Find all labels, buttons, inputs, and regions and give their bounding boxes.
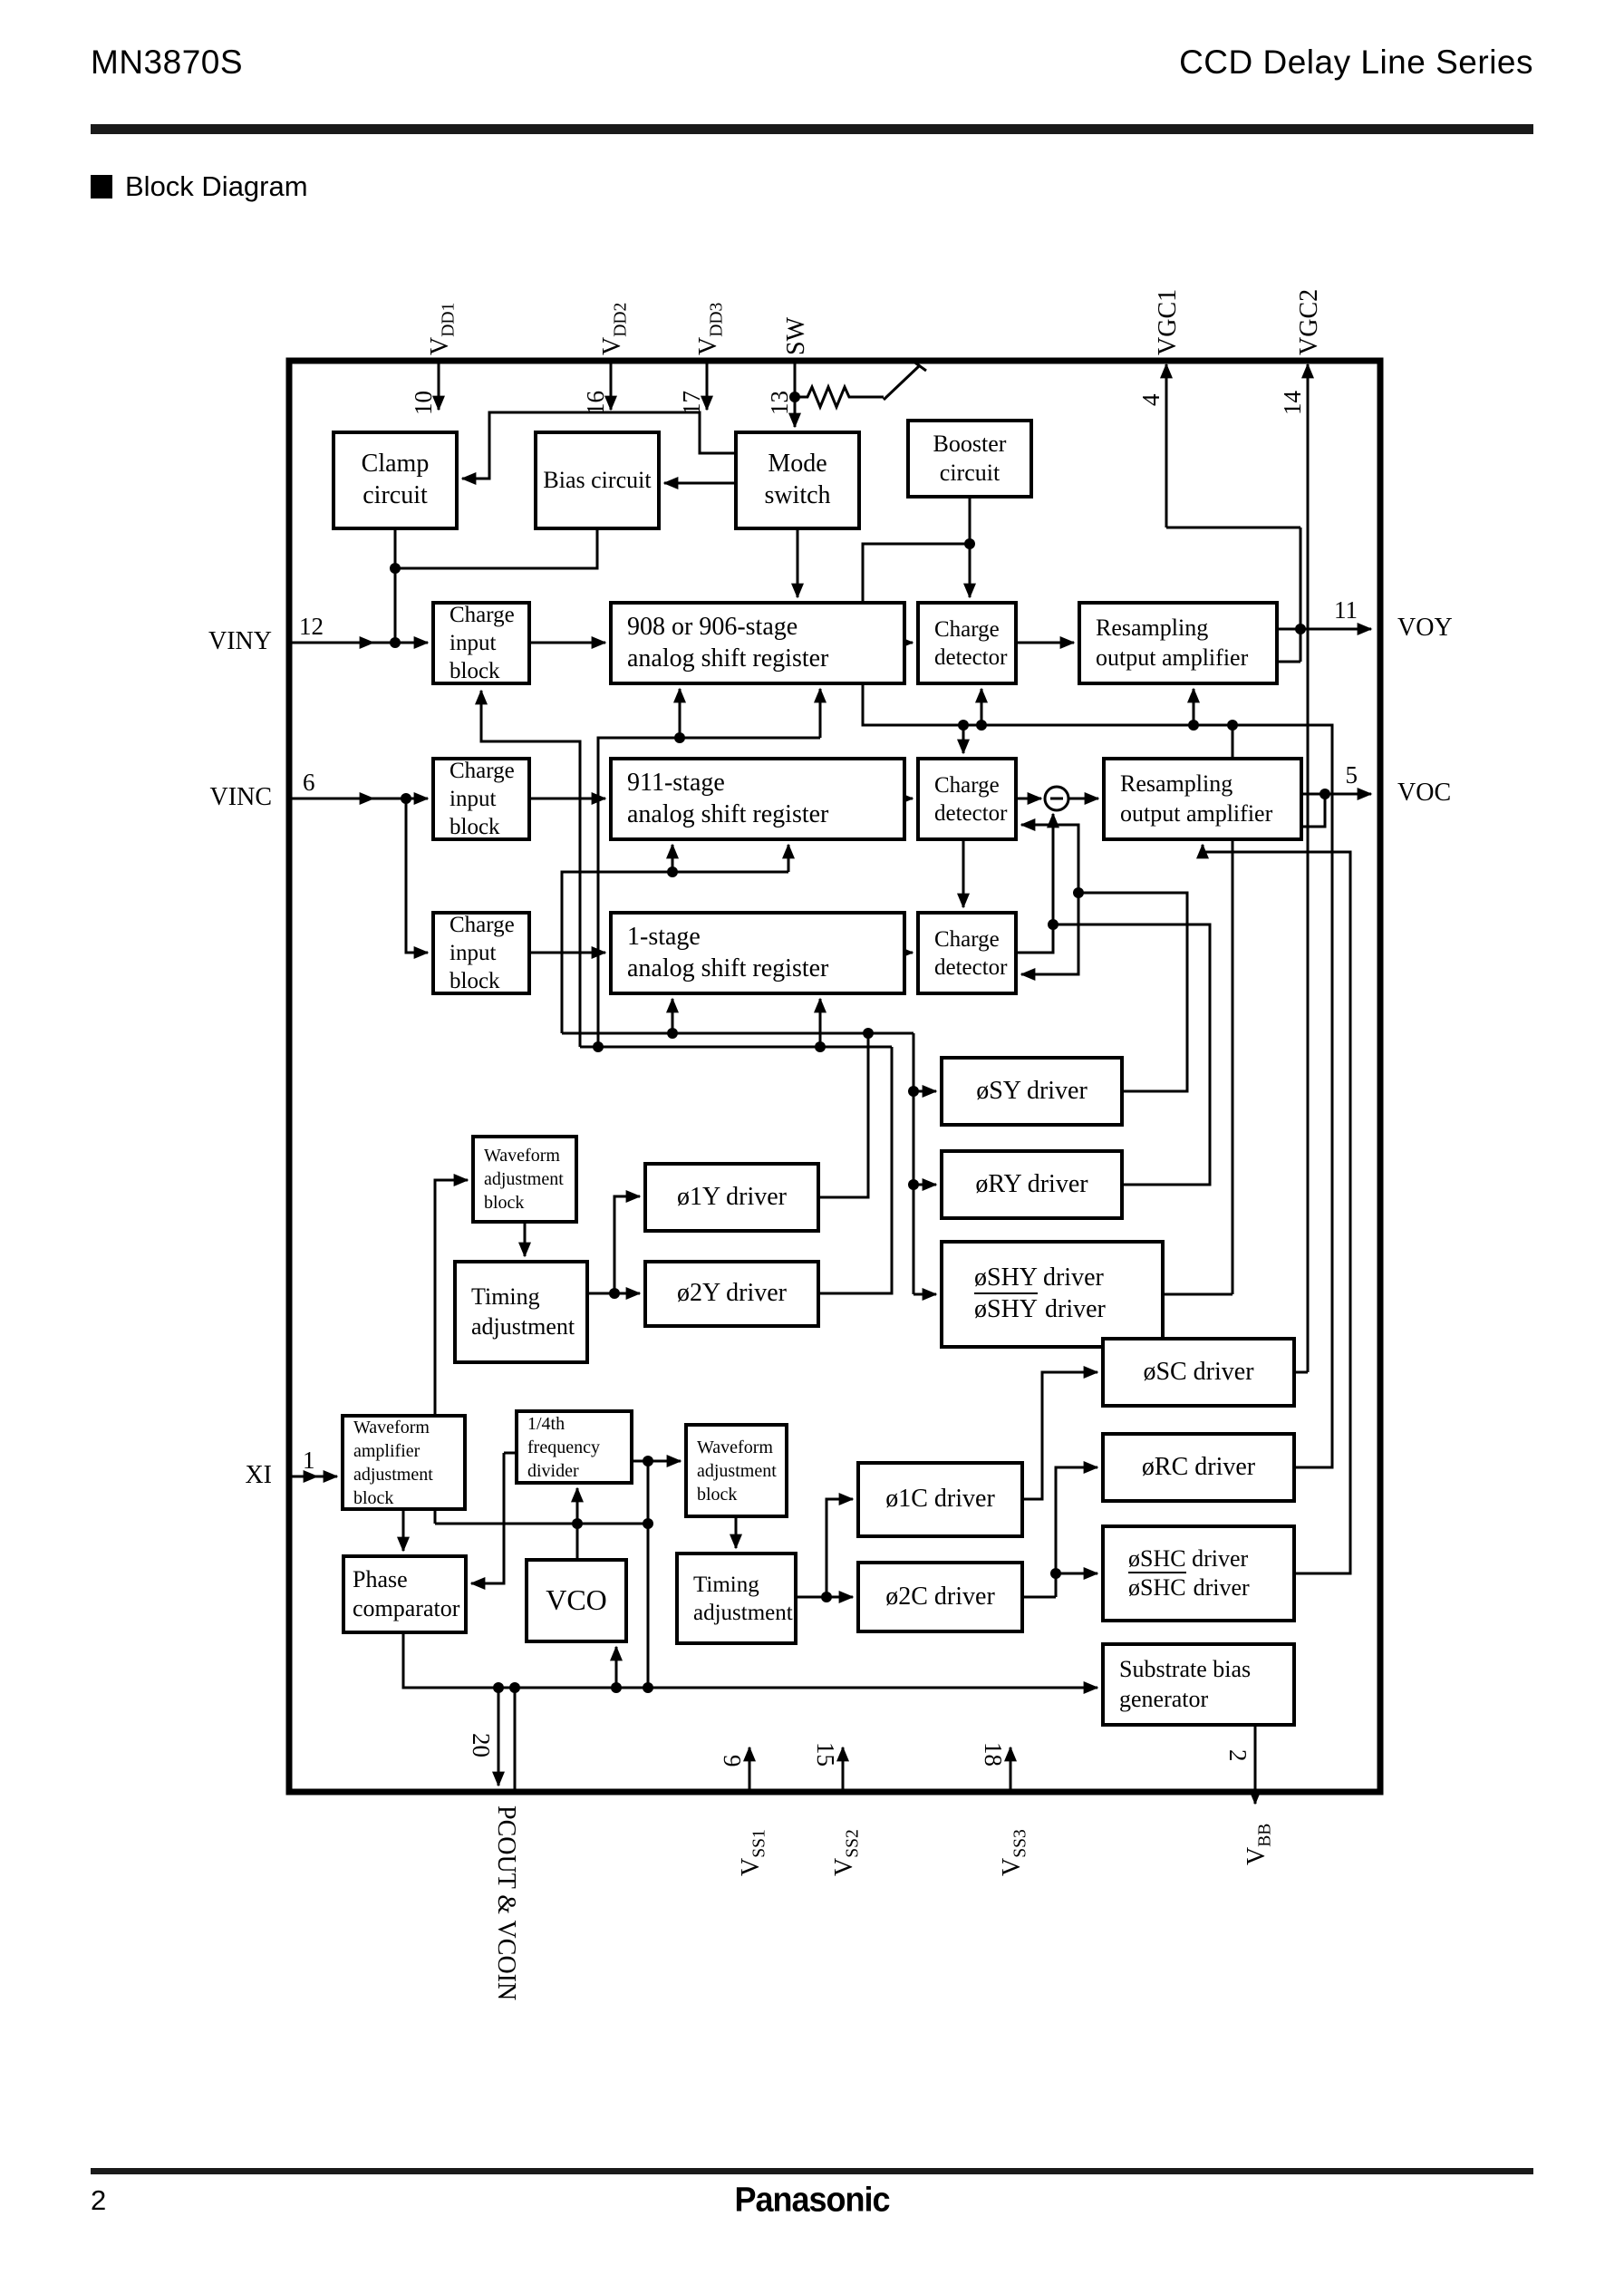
pin-label-vgc1: VGC1 bbox=[1154, 288, 1182, 355]
pin-label-vbb: VBB bbox=[1242, 1823, 1275, 1865]
block-phi-sy-driver: øSY driver bbox=[940, 1056, 1124, 1127]
pin-number-20: 20 bbox=[468, 1733, 495, 1757]
pin-label-vss2: VSS2 bbox=[830, 1829, 863, 1876]
pin-number-12: 12 bbox=[299, 613, 324, 640]
pin-number-1: 1 bbox=[303, 1447, 315, 1474]
pin-number-18: 18 bbox=[980, 1742, 1007, 1766]
pin-label-pcout-vcoin: PCOUT & VCOIN bbox=[492, 1805, 520, 2001]
block-phi-rc-driver: øRC driver bbox=[1101, 1432, 1296, 1503]
series-title: CCD Delay Line Series bbox=[1179, 44, 1533, 81]
page-header: MN3870S CCD Delay Line Series bbox=[91, 44, 1533, 82]
block-phi-1c-driver: ø1C driver bbox=[856, 1461, 1024, 1538]
block-phi-2c-driver: ø2C driver bbox=[856, 1561, 1024, 1633]
pin-number-11: 11 bbox=[1334, 596, 1358, 624]
junction-dots bbox=[390, 392, 1330, 1693]
pin-label-xi: XI bbox=[245, 1461, 272, 1489]
pin-number-6: 6 bbox=[303, 769, 315, 796]
block-phi-2y-driver: ø2Y driver bbox=[643, 1260, 820, 1328]
pin-number-5: 5 bbox=[1345, 761, 1358, 789]
pin-number-17: 17 bbox=[678, 391, 705, 415]
pin-number-10: 10 bbox=[410, 391, 437, 415]
pin-label-vdd2: VDD2 bbox=[598, 302, 631, 355]
summing-node-icon bbox=[1043, 785, 1070, 812]
pin-label-viny: VINY bbox=[208, 627, 272, 655]
pin-number-4: 4 bbox=[1137, 393, 1165, 407]
pin-number-13: 13 bbox=[766, 391, 793, 415]
block-phi-1y-driver: ø1Y driver bbox=[643, 1162, 820, 1233]
pin-label-voy: VOY bbox=[1397, 614, 1453, 642]
pin-label-vss1: VSS1 bbox=[737, 1829, 769, 1876]
pin-label-voc: VOC bbox=[1397, 779, 1452, 807]
pin-number-2: 2 bbox=[1224, 1749, 1252, 1762]
block-phi-ry-driver: øRY driver bbox=[940, 1149, 1124, 1220]
pin-label-vdd1: VDD1 bbox=[426, 302, 459, 355]
pin-label-vdd3: VDD3 bbox=[694, 302, 727, 355]
pin-number-16: 16 bbox=[582, 391, 609, 415]
pin-label-vgc2: VGC2 bbox=[1295, 288, 1323, 355]
block-vco: VCO bbox=[525, 1558, 628, 1643]
diagram-border bbox=[285, 357, 1384, 1796]
pin-number-15: 15 bbox=[812, 1742, 839, 1766]
block-phi-sc-driver: øSC driver bbox=[1101, 1337, 1296, 1408]
header-rule bbox=[91, 124, 1533, 134]
wires bbox=[289, 357, 1373, 1805]
pin-label-vss3: VSS3 bbox=[998, 1829, 1030, 1876]
pin-label-vinc: VINC bbox=[209, 783, 272, 811]
page-number: 2 bbox=[91, 2184, 107, 2216]
footer-rule bbox=[91, 2168, 1533, 2174]
section-title: Block Diagram bbox=[125, 170, 308, 202]
part-number: MN3870S bbox=[91, 44, 244, 81]
brand-logo: Panasonic bbox=[734, 2179, 890, 2219]
section-square-icon bbox=[91, 175, 112, 198]
pin-number-14: 14 bbox=[1279, 391, 1306, 415]
section-heading: Block Diagram bbox=[91, 170, 308, 203]
pin-label-sw: SW bbox=[782, 317, 810, 355]
pin-number-9: 9 bbox=[719, 1755, 746, 1767]
block-bias-circuit: Bias circuit bbox=[534, 431, 661, 530]
